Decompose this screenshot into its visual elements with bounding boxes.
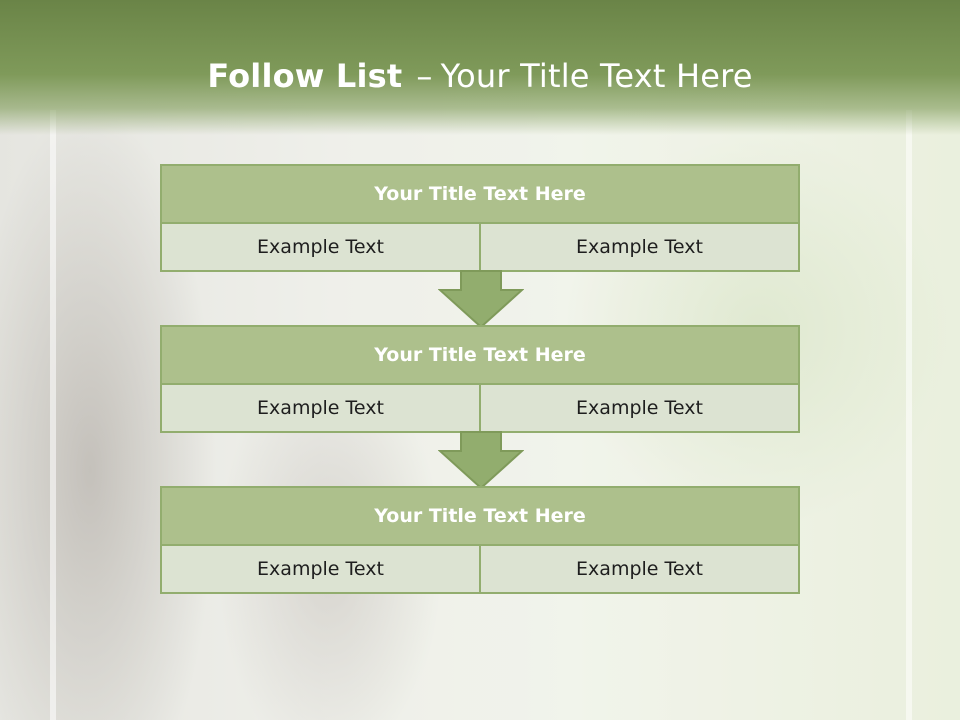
step-title: Your Title Text Here bbox=[162, 166, 798, 222]
window-frame-line bbox=[906, 110, 912, 720]
window-frame-line bbox=[50, 110, 56, 720]
step-cell-left: Example Text bbox=[162, 546, 479, 592]
step-cell-right: Example Text bbox=[479, 385, 798, 431]
step-cell-right: Example Text bbox=[479, 546, 798, 592]
slide-title-separator: – bbox=[416, 57, 433, 95]
step-title: Your Title Text Here bbox=[162, 327, 798, 383]
step-cell-left: Example Text bbox=[162, 385, 479, 431]
slide-title-text: Your Title Text Here bbox=[440, 57, 753, 95]
title-band bbox=[0, 0, 960, 135]
step-cell-right: Example Text bbox=[479, 224, 798, 270]
down-arrow-icon bbox=[438, 431, 524, 489]
step-row: Example Text Example Text bbox=[162, 383, 798, 431]
slide-title-bold: Follow List bbox=[207, 57, 403, 95]
down-arrow-icon bbox=[438, 270, 524, 328]
step-box-2: Your Title Text Here Example Text Exampl… bbox=[160, 325, 800, 433]
step-box-1: Your Title Text Here Example Text Exampl… bbox=[160, 164, 800, 272]
step-box-3: Your Title Text Here Example Text Exampl… bbox=[160, 486, 800, 594]
slide-title: Follow List–Your Title Text Here bbox=[0, 52, 960, 100]
step-row: Example Text Example Text bbox=[162, 222, 798, 270]
step-cell-left: Example Text bbox=[162, 224, 479, 270]
step-title: Your Title Text Here bbox=[162, 488, 798, 544]
step-row: Example Text Example Text bbox=[162, 544, 798, 592]
